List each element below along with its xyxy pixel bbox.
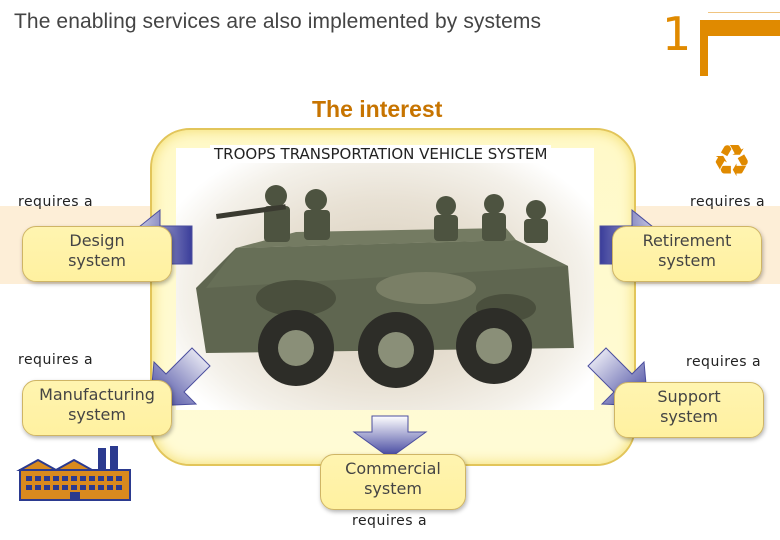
support-system-box: Support system bbox=[614, 382, 764, 438]
retirement-system-line1: Retirement bbox=[613, 231, 761, 251]
requires-label-retirement: requires a bbox=[690, 194, 765, 210]
vehicle-system-label: TROOPS TRANSPORTATION VEHICLE SYSTEM bbox=[210, 145, 551, 163]
requires-label-manufacturing: requires a bbox=[18, 352, 93, 368]
design-system-line1: Design bbox=[23, 231, 171, 251]
support-system-line2: system bbox=[615, 407, 763, 427]
corner-bracket-decoration bbox=[700, 12, 780, 78]
diagram-subtitle: The interest bbox=[312, 96, 442, 123]
commercial-system-line2: system bbox=[321, 479, 465, 499]
manufacturing-system-box: Manufacturing system bbox=[22, 380, 172, 436]
support-system-line1: Support bbox=[615, 387, 763, 407]
design-system-line2: system bbox=[23, 251, 171, 271]
commercial-system-line1: Commercial bbox=[321, 459, 465, 479]
design-system-box: Design system bbox=[22, 226, 172, 282]
vehicle-photo bbox=[176, 148, 594, 410]
requires-label-design: requires a bbox=[18, 194, 93, 210]
manufacturing-system-line1: Manufacturing bbox=[23, 385, 171, 405]
slide-title: The enabling services are also implement… bbox=[14, 10, 541, 34]
retirement-system-line2: system bbox=[613, 251, 761, 271]
slide-number: 1 bbox=[662, 8, 691, 60]
factory-icon bbox=[16, 444, 134, 502]
commercial-system-box: Commercial system bbox=[320, 454, 466, 510]
requires-label-commercial: requires a bbox=[352, 513, 427, 529]
recycle-icon: ♻ bbox=[712, 138, 751, 186]
retirement-system-box: Retirement system bbox=[612, 226, 762, 282]
requires-label-support: requires a bbox=[686, 354, 761, 370]
manufacturing-system-line2: system bbox=[23, 405, 171, 425]
armored-vehicle-illustration bbox=[176, 148, 594, 410]
